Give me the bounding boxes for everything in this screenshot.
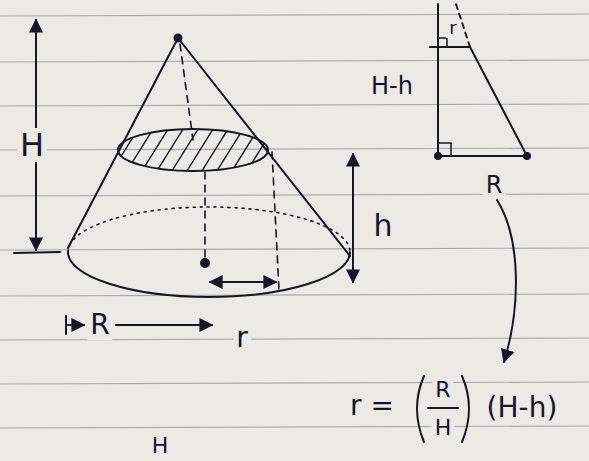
cone-side [178, 38, 350, 256]
right-angle [438, 38, 447, 47]
dimension-tick [14, 252, 60, 253]
vertex-dot [524, 153, 530, 159]
dimension-tick [65, 316, 67, 334]
apex-dot [175, 35, 182, 42]
radius-label: r [233, 323, 251, 353]
fraction-bar [428, 407, 458, 409]
section-hatch [100, 110, 300, 190]
projection [272, 152, 279, 290]
vertex-dot [435, 153, 441, 159]
radius-label: R [483, 172, 506, 198]
paren [417, 376, 424, 442]
base-back [68, 207, 350, 252]
h-dimension [352, 154, 354, 282]
curved-arrow [497, 200, 516, 362]
height-label: H [149, 434, 172, 458]
trapezoid-slant [470, 47, 527, 156]
R-dimension [68, 324, 84, 326]
section-height-label: h [370, 210, 395, 242]
paren [462, 376, 469, 442]
formula-denominator: H [432, 416, 455, 440]
formula-text: (H-h) [484, 393, 561, 423]
formula-numerator: R [432, 378, 453, 402]
radius-label: r [446, 18, 459, 38]
axis [204, 172, 206, 258]
axis [180, 44, 193, 140]
trapezoid-top [430, 46, 470, 48]
r-dimension [210, 281, 276, 283]
height-label: H [17, 128, 47, 162]
ruled-lines [0, 14, 589, 428]
difference-label: H-h [368, 73, 416, 99]
formula-text: r = [347, 391, 397, 421]
trapezoid-side [437, 4, 439, 156]
radius-label: R [87, 310, 112, 340]
base-center [201, 259, 209, 267]
R-dimension [116, 324, 212, 326]
base-front [68, 252, 350, 297]
